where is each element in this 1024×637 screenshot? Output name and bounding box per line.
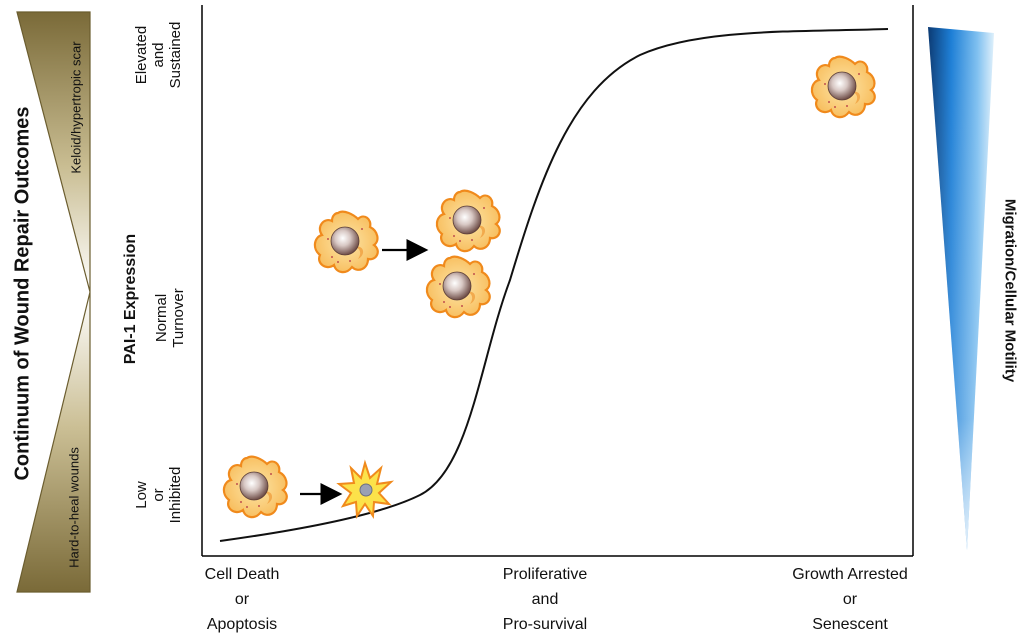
motility-title: Migration/Cellular Motility: [1001, 198, 1019, 383]
keloid-label: Keloid/hypertropic scar: [68, 41, 84, 174]
y-tick-elevated: Elevated and Sustained: [133, 21, 184, 89]
healthy-cell-icon: [222, 455, 288, 519]
y-axis-label: PAI-1 Expression: [122, 233, 139, 365]
daughter-cell-top-icon: [435, 189, 501, 253]
hard-to-heal-wedge: [16, 291, 91, 593]
continuum-title: Continuum of Wound Repair Outcomes: [11, 106, 34, 481]
keloid-wedge: [16, 11, 91, 293]
senescent-cell-icon: [810, 55, 876, 119]
daughter-cell-bottom-icon: [425, 255, 491, 319]
apoptotic-burst-icon: [336, 459, 395, 519]
x-tick-proliferative: Proliferative and Pro-survival: [502, 566, 588, 633]
y-tick-low: Low or Inhibited: [133, 466, 184, 524]
x-tick-cell-death: Cell Death or Apoptosis: [204, 566, 280, 633]
y-tick-normal: Normal Turnover: [153, 288, 187, 348]
pai1-curve: [219, 28, 889, 542]
hard-to-heal-label: Hard-to-heal wounds: [66, 447, 82, 568]
dividing-cell-icon: [313, 210, 379, 274]
x-tick-growth-arrested: Growth Arrested or Senescent: [792, 566, 908, 633]
